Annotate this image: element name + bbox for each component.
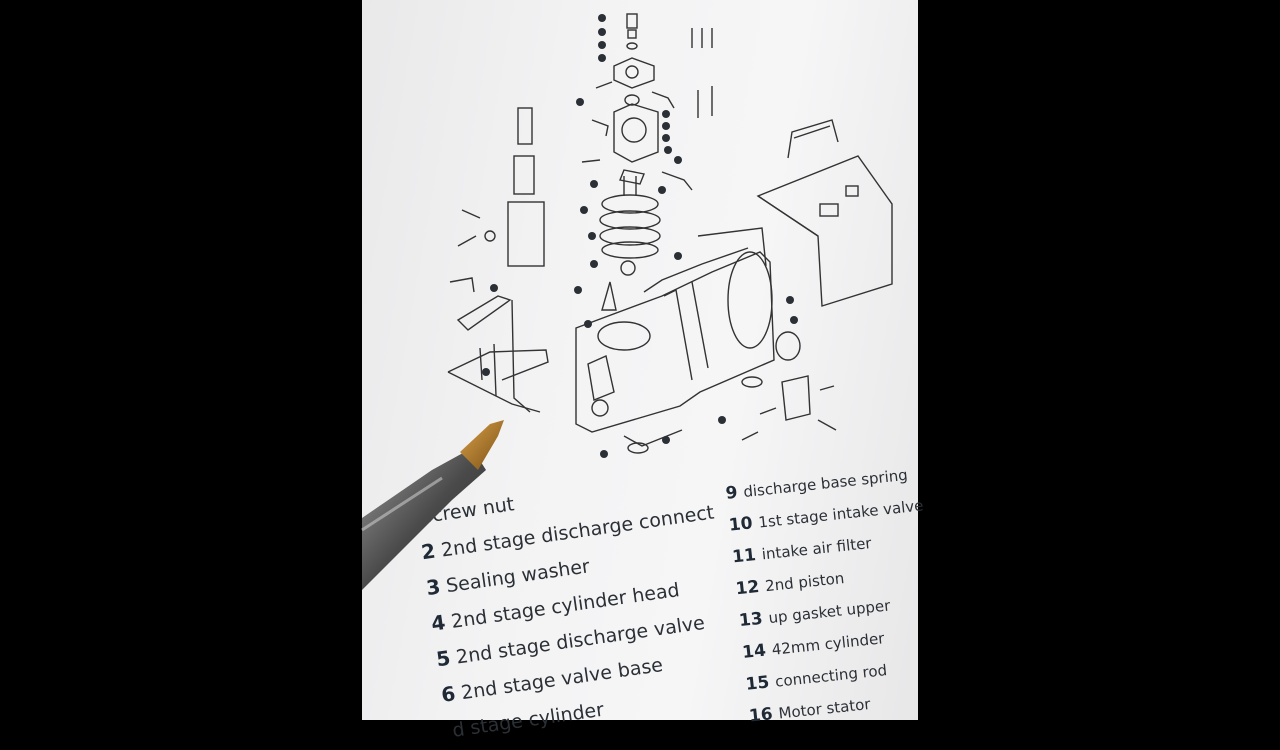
frame-rods: [447, 295, 549, 413]
motor-assembly: [575, 227, 775, 454]
cylinder-fins: [599, 176, 661, 311]
callout-markers: [482, 14, 798, 458]
right-fittings: [691, 28, 837, 441]
top-valve-stack: [581, 13, 693, 191]
motor-cover: [756, 119, 893, 307]
exploded-parts-diagram: [447, 13, 893, 458]
left-fittings: [449, 107, 545, 293]
